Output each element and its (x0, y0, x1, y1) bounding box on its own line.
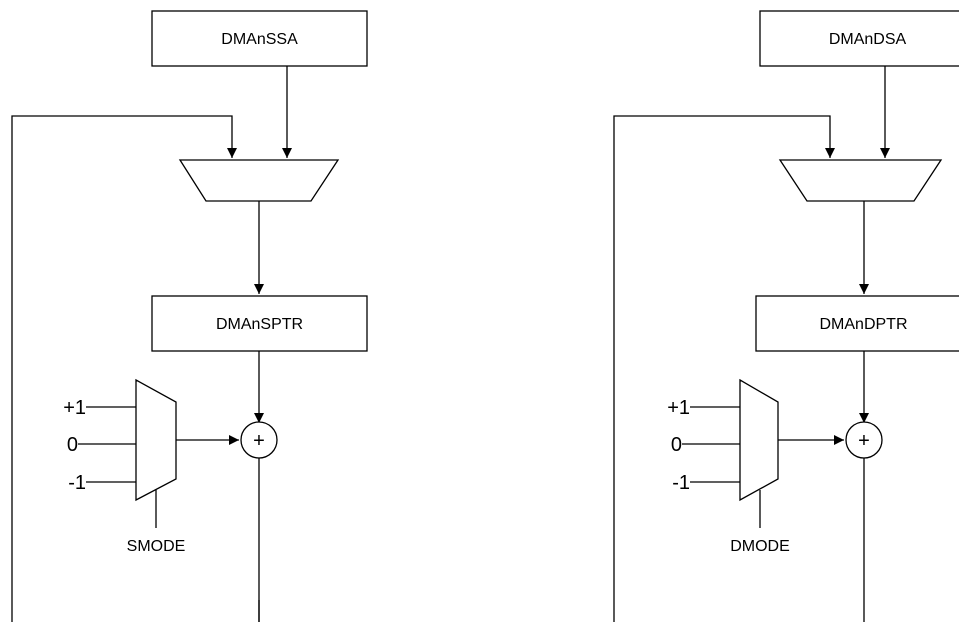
source-increment-mux (135, 378, 177, 502)
destination-pointer-label: DMAnDPTR (819, 316, 907, 333)
smode-label: SMODE (127, 538, 186, 555)
source-input-plus1: +1 (63, 397, 86, 419)
source-adder-symbol: + (253, 430, 265, 452)
source-input-minus1: -1 (68, 472, 86, 494)
destination-input-plus1: +1 (667, 397, 690, 419)
destination-address-path: DMAnDSA DMAnDPTR +1 0 -1 DMODE + (613, 10, 959, 622)
source-pointer-register (151, 295, 368, 352)
destination-feedback-loop (613, 115, 835, 622)
destination-select-mux (778, 159, 943, 202)
destination-adder-symbol: + (858, 430, 870, 452)
source-start-address-label: DMAnSSA (221, 31, 298, 48)
dmode-label: DMODE (730, 538, 790, 555)
source-pointer-label: DMAnSPTR (216, 316, 303, 333)
destination-input-minus1: -1 (672, 472, 690, 494)
destination-input-zero: 0 (671, 434, 682, 456)
source-feedback-loop (11, 115, 237, 622)
destination-pointer-register (755, 295, 959, 352)
source-address-path: DMAnSSA DMAnSPTR +1 0 -1 SMODE + (11, 10, 368, 622)
source-select-mux (178, 159, 340, 202)
destination-start-address-register (759, 10, 959, 67)
source-input-zero: 0 (67, 434, 78, 456)
destination-increment-mux (739, 378, 779, 502)
destination-start-address-label: DMAnDSA (829, 31, 907, 48)
source-start-address-register (151, 10, 368, 67)
